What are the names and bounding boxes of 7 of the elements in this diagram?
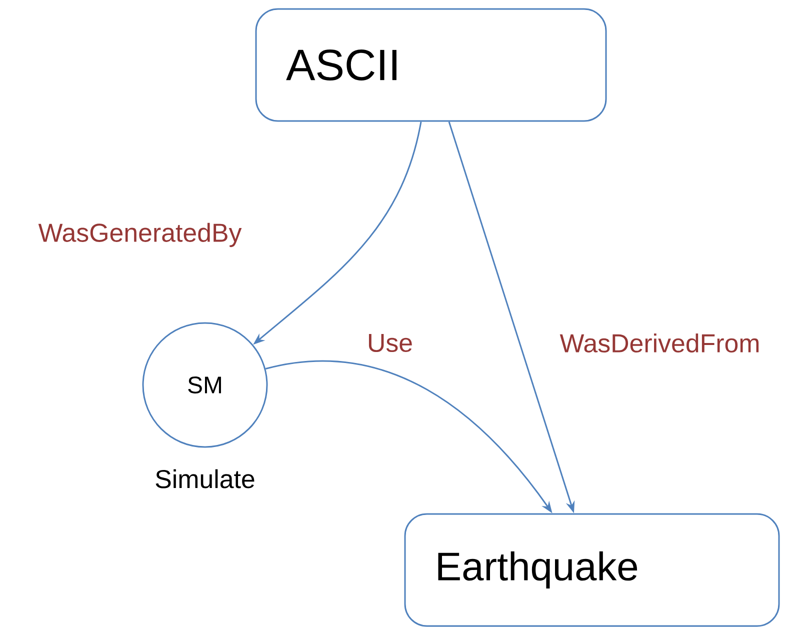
node-caption: Simulate: [156, 469, 254, 488]
circle-node: SM: [142, 322, 268, 448]
rounded-box: ASCII: [255, 8, 607, 122]
rounded-box: Earthquake: [404, 513, 780, 627]
edge-label: WasGeneratedBy: [38, 222, 242, 248]
edge-label: Use: [368, 334, 412, 352]
edge-label: WasDerivedFrom: [560, 333, 759, 352]
